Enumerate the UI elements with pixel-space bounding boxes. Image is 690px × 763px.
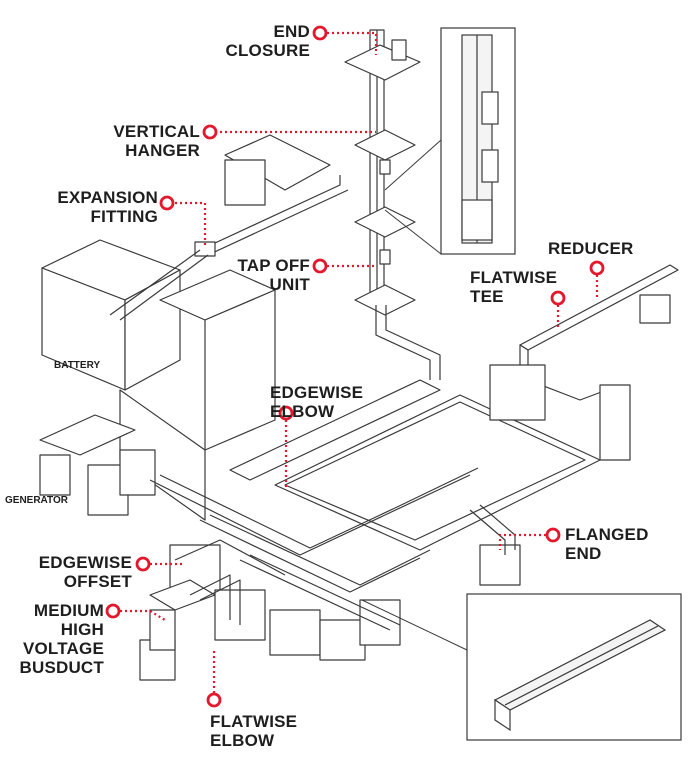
expansion-fitting-marker	[159, 195, 175, 211]
callout-markers	[105, 25, 605, 708]
inset-horizontal-section	[466, 593, 682, 741]
expansion-fitting-label: EXPANSION FITTING	[57, 188, 158, 226]
reducer-label: REDUCER	[548, 239, 634, 258]
vertical-hanger-label: VERTICAL HANGER	[113, 122, 200, 160]
inset-vertical-section	[440, 27, 516, 255]
flatwise-tee-label: FLATWISE TEE	[470, 268, 558, 306]
medium-high-voltage-busduct-label: MEDIUM HIGH VOLTAGE BUSDUCT	[19, 601, 104, 677]
vertical-hanger-marker	[202, 124, 218, 140]
flatwise-elbow-marker	[206, 692, 222, 708]
diagram-drawing	[39, 29, 679, 681]
leader-lines	[120, 31, 599, 693]
edgewise-offset-label: EDGEWISE OFFSET	[38, 553, 132, 591]
flanged-end-label: FLANGED END	[565, 525, 649, 563]
flatwise-tee-marker	[550, 290, 566, 306]
vertical-riser	[344, 29, 421, 316]
edgewise-elbow-marker	[278, 405, 294, 421]
tap-off-unit-marker	[312, 258, 328, 274]
flanged-end-marker	[545, 527, 561, 543]
flatwise-elbow-label: FLATWISE ELBOW	[210, 712, 298, 750]
medium-high-voltage-marker	[105, 603, 121, 619]
tap-off-unit-label: TAP OFF UNIT	[237, 256, 310, 294]
edgewise-elbow-label: EDGEWISE ELBOW	[270, 383, 364, 421]
battery-room-label: BATTERY	[54, 360, 101, 371]
edgewise-offset-marker	[135, 556, 151, 572]
end-closure-marker	[312, 25, 328, 41]
reducer-marker	[589, 260, 605, 276]
generator-room-label: GENERATOR	[5, 495, 68, 506]
end-closure-label: END CLOSURE	[225, 22, 310, 60]
